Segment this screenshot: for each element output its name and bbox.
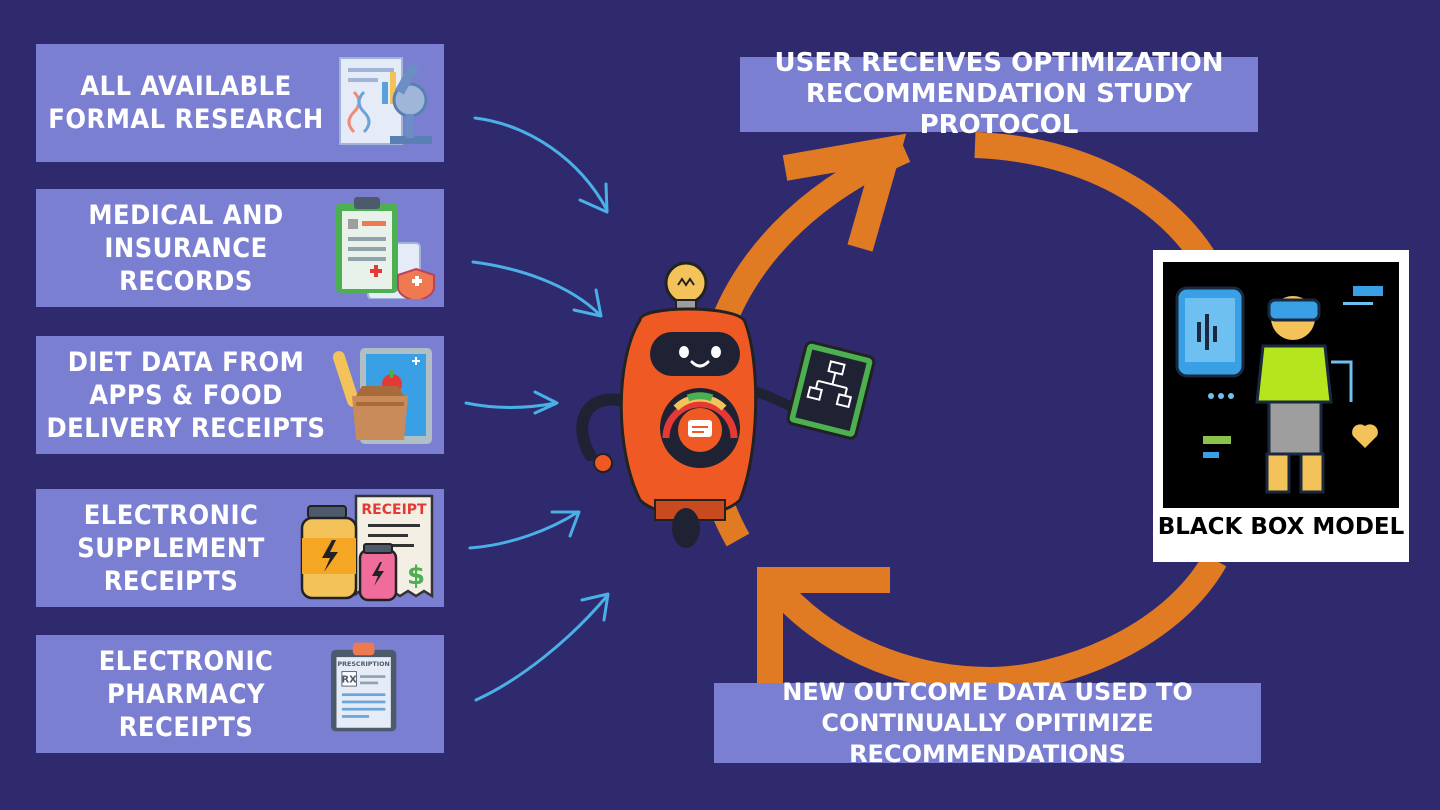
rx-icon: Rx [341, 674, 357, 685]
black-box-model-card: BLACK BOX MODEL [1153, 250, 1409, 562]
protocol-label: USER RECEIVES OPTIMIZATION RECOMMENDATIO… [740, 48, 1258, 140]
black-box-model-label: BLACK BOX MODEL [1157, 514, 1405, 540]
source-box-medical: MEDICAL AND INSURANCE RECORDS [36, 189, 444, 307]
lower-arrowhead [757, 567, 890, 690]
vr-person-icon [1175, 286, 1383, 494]
robot-wheel [672, 508, 700, 548]
light-bulb-icon [664, 261, 708, 315]
prescription-clipboard-icon: PRESCRIPTION Rx [331, 642, 397, 732]
grocery-bag-tablet-icon [332, 348, 432, 444]
source-label: DIET DATA FROM APPS & FOOD DELIVERY RECE… [46, 346, 326, 444]
source-box-pharmacy: ELECTRONIC PHARMACY RECEIPTS PRESCRIPTIO… [36, 635, 444, 753]
input-arrow-pharmacy [474, 592, 610, 702]
source-box-supplement: ELECTRONIC SUPPLEMENT RECEIPTS RECEIPT $ [36, 489, 444, 607]
input-arrow-research [473, 116, 609, 214]
upper-arrowhead [782, 133, 907, 252]
source-label: MEDICAL AND INSURANCE RECORDS [88, 199, 284, 297]
robot-visor [650, 332, 740, 376]
source-label: ALL AVAILABLE FORMAL RESEARCH [48, 71, 324, 135]
dollar-icon: $ [407, 561, 425, 591]
input-arrow-diet [464, 390, 559, 415]
receipt-word: RECEIPT [361, 502, 427, 518]
flowchart-tablet-icon [786, 340, 876, 440]
source-box-diet: DIET DATA FROM APPS & FOOD DELIVERY RECE… [36, 336, 444, 454]
black-box-image [1163, 262, 1399, 508]
chat-bubble-icon [688, 420, 712, 437]
outcome-data-label: NEW OUTCOME DATA USED TO CONTINUALLY OPI… [714, 678, 1261, 768]
source-box-research: ALL AVAILABLE FORMAL RESEARCH [36, 44, 444, 162]
lower-right-cycle-arc [764, 553, 1227, 694]
robot-left-arm [576, 393, 626, 461]
supplement-receipt-icon: RECEIPT $ [300, 494, 434, 602]
input-arrow-medical [471, 260, 603, 318]
medical-clipboard-icon [336, 197, 435, 299]
source-label: ELECTRONIC SUPPLEMENT RECEIPTS [77, 499, 265, 597]
input-arrow-supplement [468, 510, 581, 550]
source-label: ELECTRONIC PHARMACY RECEIPTS [98, 645, 274, 743]
microscope-research-icon [339, 57, 432, 145]
prescription-word: PRESCRIPTION [338, 661, 390, 668]
